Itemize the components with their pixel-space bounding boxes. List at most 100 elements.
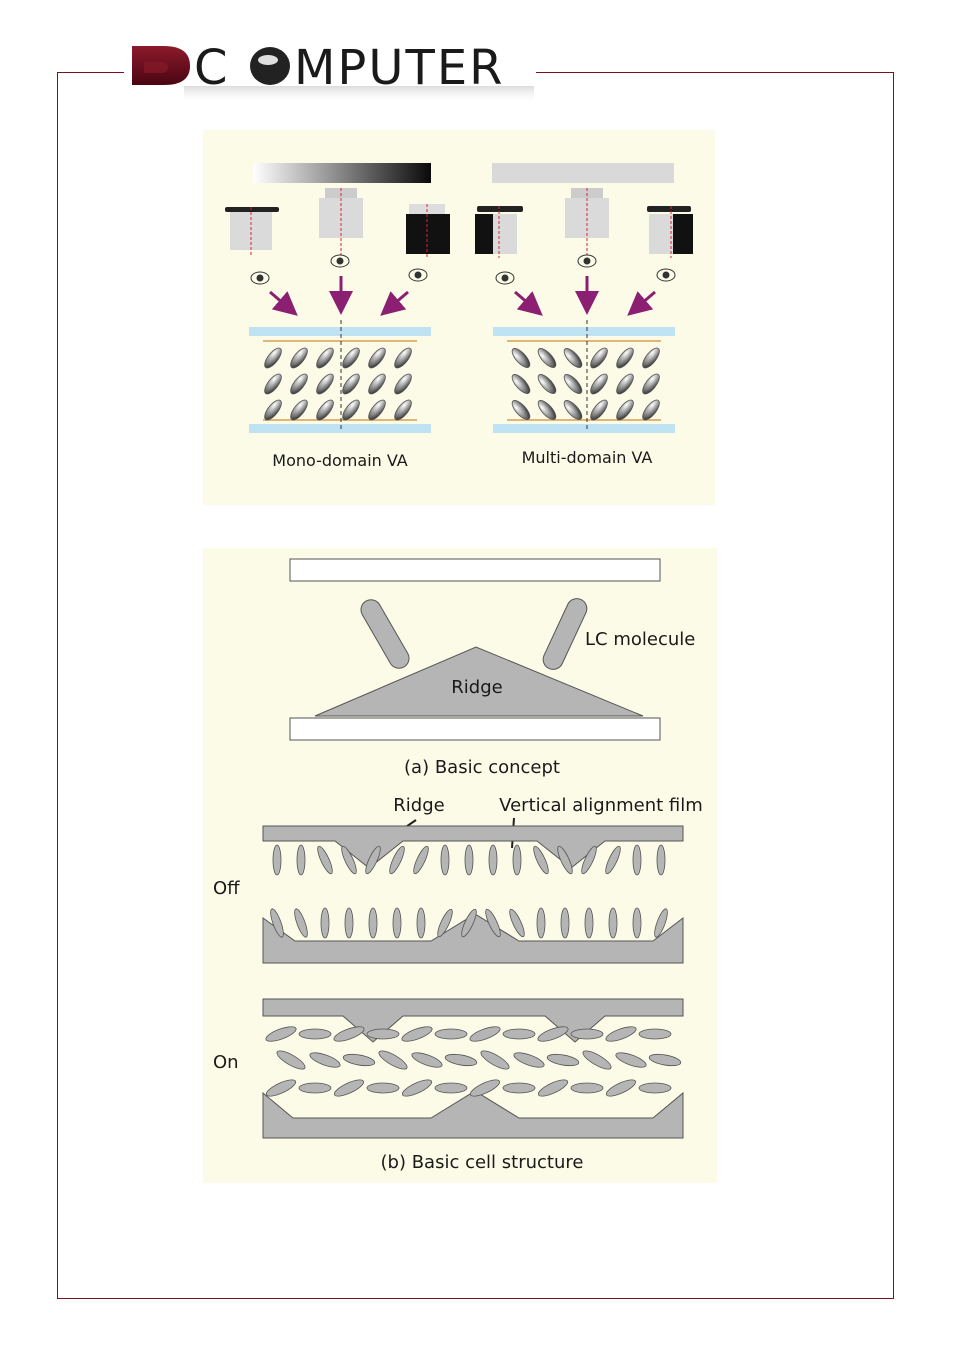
ridge-figure-panel: LC molecule Ridge (a) Basic concept Ridg… — [203, 548, 717, 1183]
lc-molecule — [342, 373, 360, 395]
lc-molecule — [642, 347, 660, 369]
viewer-block-center — [319, 188, 363, 255]
view-arrows — [269, 276, 409, 316]
on-bottom-plate — [262, 1090, 684, 1139]
lc-molecule — [638, 1028, 672, 1040]
lc-molecule — [316, 347, 334, 369]
lc-molecule — [537, 1079, 569, 1097]
lc-molecule — [511, 374, 531, 394]
lc-molecule — [461, 908, 477, 938]
lc-molecule — [632, 907, 642, 939]
lc-molecule — [469, 1079, 501, 1097]
grayscale-bar — [253, 163, 431, 183]
lc-molecule — [294, 908, 308, 938]
uniform-gray-bar — [492, 163, 674, 183]
lc-molecule — [590, 399, 608, 421]
lc-molecules-off — [270, 844, 668, 939]
mono-domain-label: Mono-domain VA — [272, 451, 408, 470]
off-state-label: Off — [213, 878, 240, 899]
ridge-callout-label: Ridge — [393, 795, 444, 816]
va-figure-panel: Mono-domain VA — [203, 130, 715, 505]
lc-molecule — [316, 373, 334, 395]
multi-domain-label: Multi-domain VA — [522, 448, 653, 467]
multi-domain-diagram: Multi-domain VA — [475, 163, 693, 467]
lc-molecule — [344, 907, 354, 939]
lc-molecule — [488, 844, 498, 876]
lc-molecule — [581, 845, 597, 875]
lc-molecule — [265, 1079, 297, 1097]
lc-molecule — [366, 1028, 400, 1040]
viewer-block-left — [475, 206, 523, 258]
lc-molecule — [316, 399, 334, 421]
lc-molecule — [437, 908, 453, 938]
lc-molecule — [298, 1082, 332, 1094]
lc-molecule — [413, 845, 429, 875]
lc-molecules — [264, 347, 412, 421]
lc-molecule — [434, 1028, 468, 1040]
lc-molecule — [537, 374, 557, 394]
lc-molecule — [605, 1079, 637, 1097]
lc-molecule — [320, 907, 330, 939]
lc-molecule — [444, 1053, 478, 1067]
lc-molecule — [485, 908, 501, 938]
lc-molecule — [511, 348, 531, 368]
lc-molecule — [389, 845, 405, 875]
lc-molecule — [563, 348, 583, 368]
lc-molecule — [638, 1082, 672, 1094]
lc-molecule — [265, 1026, 297, 1042]
viewer-block-center — [565, 188, 609, 255]
lc-molecule — [563, 400, 583, 420]
lc-molecule — [605, 845, 621, 875]
lc-molecule — [537, 1026, 569, 1042]
lc-molecules — [511, 347, 660, 421]
lc-molecule — [290, 347, 308, 369]
lc-molecule — [616, 399, 634, 421]
lc-molecule-label: LC molecule — [585, 629, 695, 650]
lc-molecule — [546, 1053, 580, 1067]
lc-molecule — [537, 348, 557, 368]
lc-molecule-right — [542, 598, 588, 670]
lc-molecule — [537, 400, 557, 420]
viewer-block-right — [647, 206, 693, 258]
lc-molecule — [536, 907, 546, 939]
lc-molecule — [270, 908, 284, 938]
lc-molecule — [411, 1052, 443, 1068]
lc-molecule — [557, 845, 573, 875]
lc-molecule — [584, 907, 594, 939]
lc-molecule — [648, 1053, 682, 1067]
lc-molecule — [333, 1079, 365, 1097]
lc-molecule — [570, 1082, 604, 1094]
lc-molecule — [368, 907, 378, 939]
lc-molecule — [392, 907, 402, 939]
lc-molecule — [401, 1026, 433, 1042]
lc-molecule — [616, 347, 634, 369]
eye-icon — [495, 254, 676, 285]
logo-letter-d-icon — [132, 46, 190, 85]
lc-molecule — [511, 400, 531, 420]
lc-molecule — [276, 1050, 306, 1070]
lc-molecule — [590, 347, 608, 369]
lc-molecule — [615, 1052, 647, 1068]
lc-molecule — [264, 399, 282, 421]
lc-molecule — [632, 844, 642, 876]
lc-molecule — [368, 373, 386, 395]
lc-molecule — [401, 1079, 433, 1097]
view-arrows — [514, 276, 656, 316]
dcomputer-logo: C MPUTER — [124, 36, 536, 106]
lc-molecule — [264, 347, 282, 369]
top-substrate — [289, 558, 661, 582]
lc-molecule — [290, 373, 308, 395]
lc-molecule — [513, 1052, 545, 1068]
lc-molecule — [654, 908, 668, 938]
lc-molecule — [333, 1026, 365, 1042]
lc-molecule — [342, 399, 360, 421]
lc-molecule — [416, 907, 426, 939]
lc-molecule — [341, 845, 357, 875]
basic-concept-diagram: LC molecule Ridge (a) Basic concept — [289, 558, 695, 778]
off-bottom-plate — [262, 913, 684, 964]
lc-molecule — [570, 1028, 604, 1040]
lc-molecule — [366, 1082, 400, 1094]
lc-molecule — [309, 1052, 341, 1068]
lc-molecule — [464, 844, 474, 876]
ridge-shape — [314, 646, 644, 717]
